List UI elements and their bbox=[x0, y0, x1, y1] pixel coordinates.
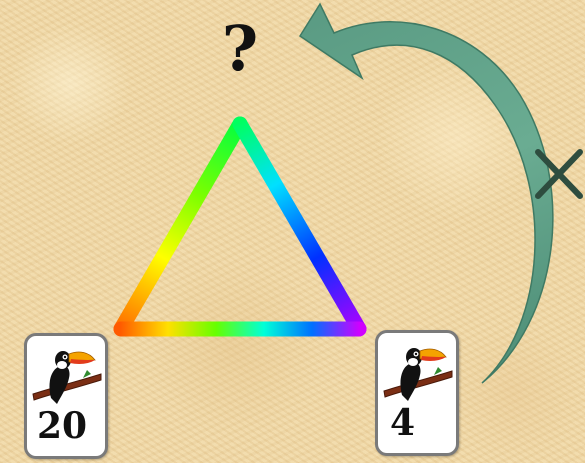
number-card-right[interactable]: 4 bbox=[375, 330, 459, 456]
card-number: 20 bbox=[37, 405, 88, 447]
rainbow-triangle bbox=[113, 116, 367, 337]
unknown-value-label: ? bbox=[221, 12, 259, 85]
triangle-left-edge bbox=[113, 116, 248, 337]
card-number: 4 bbox=[390, 402, 416, 444]
toucan-icon bbox=[32, 351, 102, 404]
toucan-icon bbox=[383, 348, 453, 401]
multiply-sign-icon bbox=[535, 149, 583, 199]
curved-arrow-icon bbox=[298, 2, 554, 384]
triangle-right-edge bbox=[232, 116, 367, 337]
number-card-left[interactable]: 20 bbox=[24, 333, 108, 459]
